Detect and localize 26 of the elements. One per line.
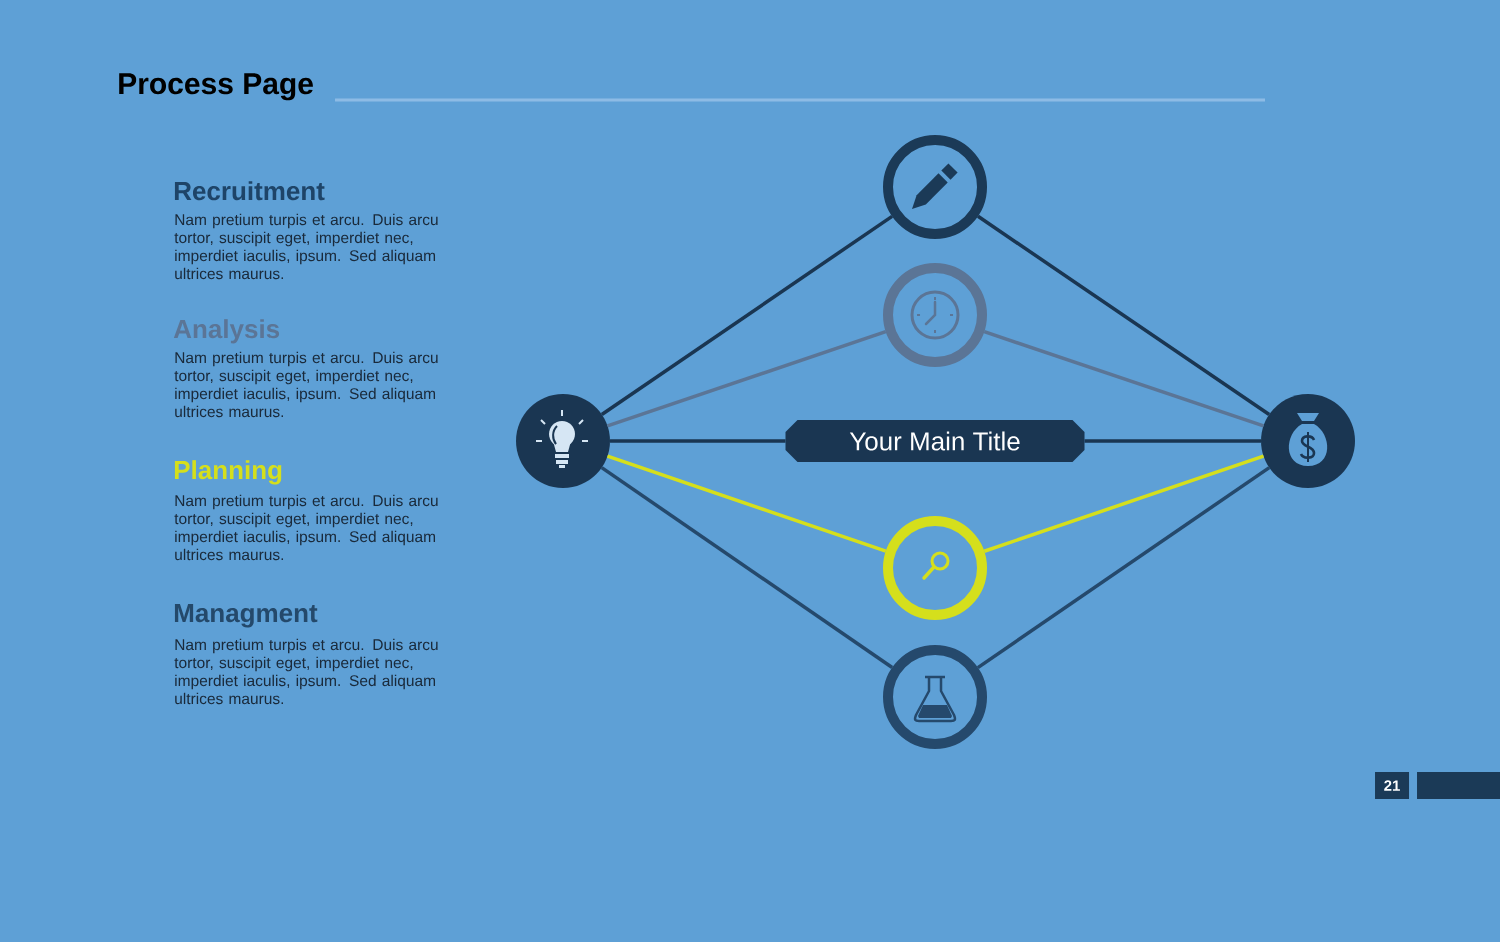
ring <box>883 645 987 749</box>
paragraph: Nam pretium turpis et arcu. Duis arcu tortor, suscipit eget, imperdiet nec, imperdiet iaculis, ipsum. Sed aliquam ultrices maurus. <box>174 351 438 418</box>
connector-line <box>606 454 887 553</box>
section-heading: Analysis <box>173 319 280 344</box>
page-title: Process Page <box>119 73 313 101</box>
connector-line <box>610 439 786 443</box>
section-heading: Recruitment <box>174 181 325 201</box>
ring <box>883 135 987 239</box>
ring <box>883 516 987 620</box>
connector-line <box>1084 439 1261 443</box>
connector-line <box>606 330 887 428</box>
paragraph: Nam pretium turpis et arcu. Duis arcu tortor, suscipit eget, imperdiet nec, imperdiet iaculis, ipsum. Sed aliquam ultrices maurus. <box>174 494 438 561</box>
page-number: 21 <box>1375 772 1409 799</box>
filled-circle <box>516 394 610 488</box>
section-heading: Planning <box>174 460 282 485</box>
title-banner: Your Main Title <box>785 420 1085 462</box>
connector-line <box>600 214 894 416</box>
ring <box>883 263 987 367</box>
connector-line <box>983 454 1265 553</box>
connector-line <box>983 330 1265 428</box>
connector-line <box>977 214 1271 416</box>
connector-line <box>600 466 894 669</box>
paragraph: Nam pretium turpis et arcu. Duis arcu tortor, suscipit eget, imperdiet nec, imperdiet iaculis, ipsum. Sed aliquam ultrices maurus. <box>174 638 438 705</box>
connector-line <box>976 466 1271 670</box>
section-heading: Managment <box>174 604 318 628</box>
paragraph: Nam pretium turpis et arcu. Duis arcu tortor, suscipit eget, imperdiet nec, imperdiet iaculis, ipsum. Sed aliquam ultrices maurus. <box>174 213 438 280</box>
